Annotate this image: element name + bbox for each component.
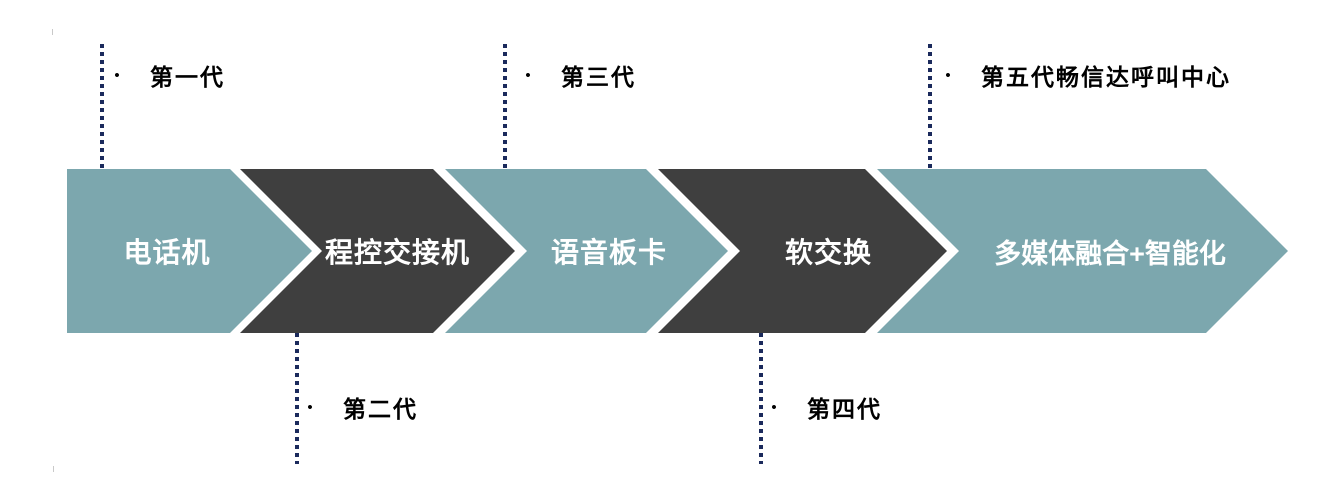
stage-label: 程控交接机 <box>324 237 470 268</box>
dotted-connector-gen2 <box>295 333 299 464</box>
stage-label: 语音板卡 <box>550 237 667 268</box>
artifact-tick <box>52 29 53 35</box>
dotted-connector-gen5 <box>928 44 932 169</box>
dotted-connector-gen1 <box>100 44 104 169</box>
bullet-icon: • <box>114 66 120 84</box>
generation-label-text: 第四代 <box>807 396 882 422</box>
generation-label-1: • 第一代 <box>112 62 225 90</box>
generation-label-text: 第二代 <box>343 396 418 422</box>
stage-label: 多媒体融合+智能化 <box>994 238 1226 269</box>
dotted-connector-gen4 <box>759 333 763 464</box>
generation-label-text: 第五代畅信达呼叫中心 <box>981 64 1231 90</box>
generation-label-text: 第三代 <box>561 64 636 90</box>
bullet-icon: • <box>945 66 951 84</box>
bullet-icon: • <box>525 66 531 84</box>
stage-label: 电话机 <box>123 237 211 268</box>
generation-label-2: • 第二代 <box>305 394 418 422</box>
bullet-icon: • <box>771 398 777 416</box>
generation-label-4: • 第四代 <box>769 394 882 422</box>
generation-label-5: • 第五代畅信达呼叫中心 <box>943 62 1231 90</box>
stage-label: 软交换 <box>784 237 872 268</box>
generation-label-text: 第一代 <box>150 64 225 90</box>
generation-label-3: • 第三代 <box>523 62 636 90</box>
dotted-connector-gen3 <box>503 44 507 169</box>
bullet-icon: • <box>307 398 313 416</box>
artifact-tick <box>53 466 54 472</box>
